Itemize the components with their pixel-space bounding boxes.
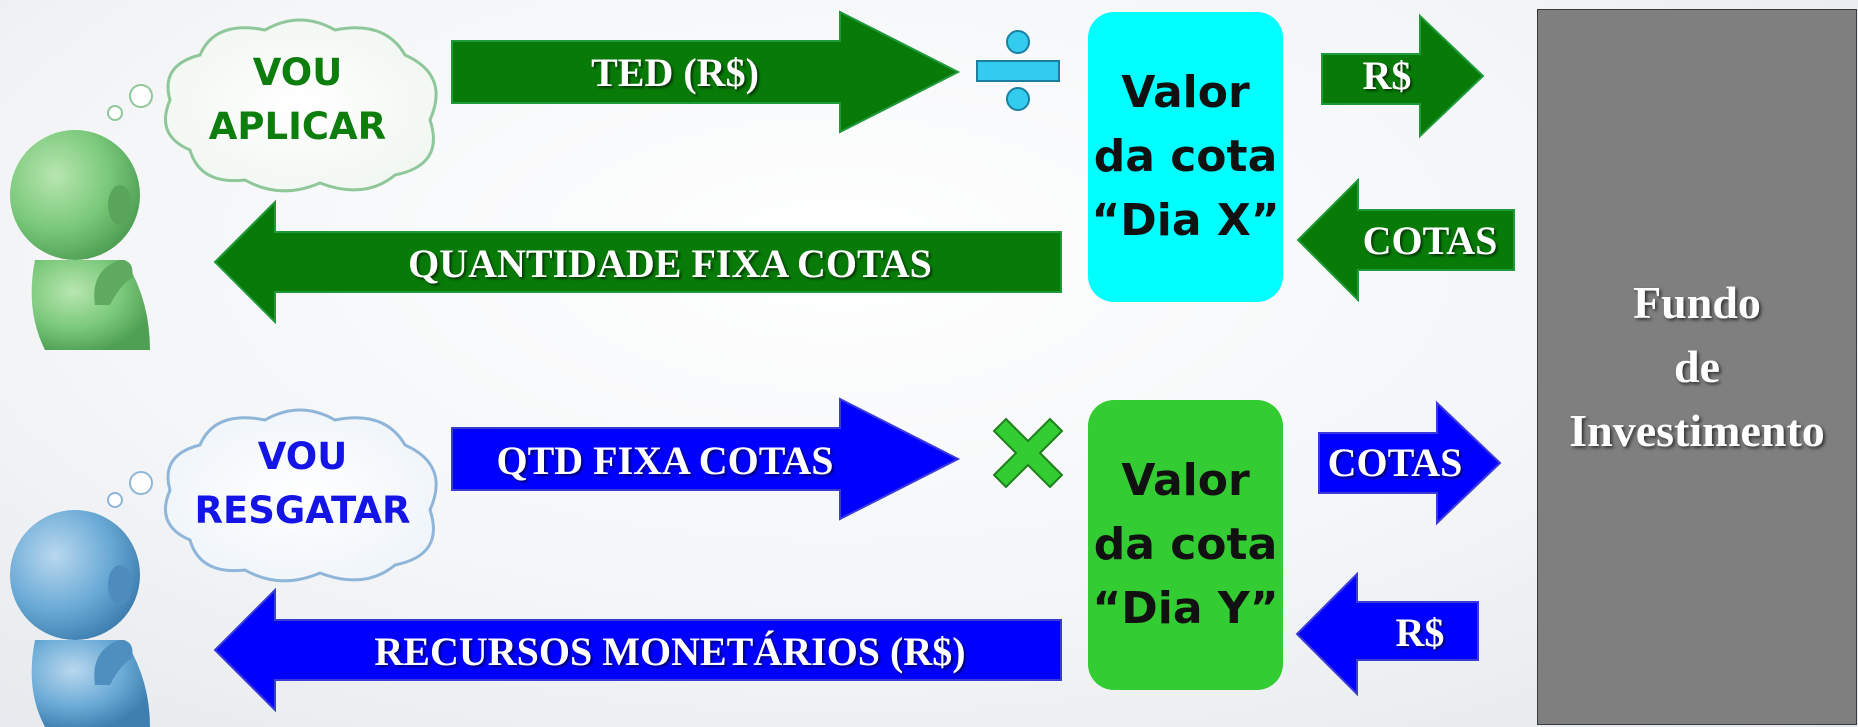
arrow-to-fund-top-label: R$ (1362, 52, 1412, 98)
thought-text-resgatar: VOU RESGATAR (194, 435, 411, 532)
arrow-recursos-monetarios (213, 587, 1062, 713)
fund-title-line2: de (1673, 341, 1720, 392)
thinking-figure-blue-icon (10, 510, 151, 727)
thought-bubble-bottom (107, 408, 438, 583)
arrow-from-fund-bottom (1295, 571, 1479, 697)
arrow-quantidade-fixa-cotas-label: QUANTIDADE FIXA COTAS (408, 240, 932, 286)
cota-value-box-dia-y: Valor da cota “Dia Y” (1088, 400, 1283, 690)
fund-title-line3: Investimento (1569, 405, 1825, 456)
arrow-to-fund-bottom (1318, 400, 1502, 526)
arrow-qtd-fixa-cotas-label: QTD FIXA COTAS (496, 437, 834, 483)
fund-title-line1: Fundo (1633, 277, 1761, 328)
arrow-ted (451, 10, 961, 134)
thought-bubble-top (107, 18, 438, 193)
arrow-quantidade-fixa-cotas (213, 199, 1062, 325)
arrow-ted-label: TED (R$) (591, 49, 759, 95)
cota-value-box-dia-x: Valor da cota “Dia X” (1088, 12, 1283, 302)
thinking-figure-green-icon (10, 130, 151, 350)
arrow-recursos-monetarios-label: RECURSOS MONETÁRIOS (R$) (374, 628, 966, 674)
investment-fund-box: Fundo de Investimento (1537, 9, 1857, 725)
arrow-qtd-fixa-cotas (451, 397, 961, 521)
arrow-to-fund-bottom-label: COTAS (1327, 440, 1463, 485)
arrow-from-fund-top (1296, 177, 1515, 303)
thought-text-aplicar: VOU APLICAR (208, 51, 387, 148)
multiply-icon (992, 417, 1064, 489)
divide-icon (976, 30, 1060, 111)
arrow-to-fund-top (1321, 13, 1485, 139)
arrow-from-fund-top-label: COTAS (1362, 218, 1498, 263)
arrow-from-fund-bottom-label: R$ (1395, 610, 1445, 655)
